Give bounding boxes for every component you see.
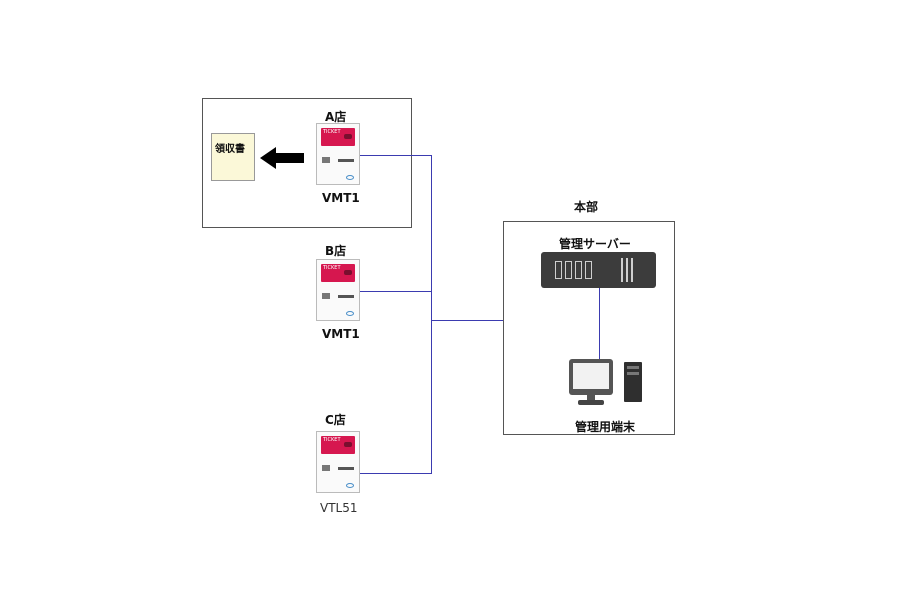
machine-screen: TICKET xyxy=(321,436,355,454)
machine-a-label: VMT1 xyxy=(322,191,360,205)
logo-icon xyxy=(346,483,354,488)
hq-label: 本部 xyxy=(574,200,599,214)
ticket-machine-c: TICKET xyxy=(316,431,360,493)
link-c xyxy=(360,473,432,474)
link-a xyxy=(360,155,432,156)
server-terminal-link xyxy=(599,288,600,360)
machine-screen: TICKET xyxy=(321,128,355,146)
pc-tower-icon xyxy=(624,362,642,402)
slot-icon xyxy=(338,159,354,162)
receipt-arrow-icon xyxy=(260,147,304,169)
terminal-label: 管理用端末 xyxy=(575,420,636,434)
slot-icon xyxy=(338,467,354,470)
store-b-label: B店 xyxy=(325,244,347,258)
server-icon xyxy=(541,252,656,288)
monitor-icon xyxy=(569,359,613,395)
logo-icon xyxy=(346,311,354,316)
ticket-machine-a: TICKET xyxy=(316,123,360,185)
logo-icon xyxy=(346,175,354,180)
machine-c-label: VTL51 xyxy=(320,501,358,515)
receipt-label: 領収書 xyxy=(215,144,245,155)
ticket-machine-b: TICKET xyxy=(316,259,360,321)
camera-icon xyxy=(322,293,330,299)
machine-screen: TICKET xyxy=(321,264,355,282)
camera-icon xyxy=(322,465,330,471)
machine-b-label: VMT1 xyxy=(322,327,360,341)
link-b xyxy=(360,291,432,292)
store-a-label: A店 xyxy=(325,110,347,124)
camera-icon xyxy=(322,157,330,163)
server-label: 管理サーバー xyxy=(559,237,631,251)
store-c-label: C店 xyxy=(325,413,346,427)
receipt: 領収書 xyxy=(211,133,255,181)
slot-icon xyxy=(338,295,354,298)
link-hq xyxy=(431,320,503,321)
backbone-vertical xyxy=(431,155,432,474)
